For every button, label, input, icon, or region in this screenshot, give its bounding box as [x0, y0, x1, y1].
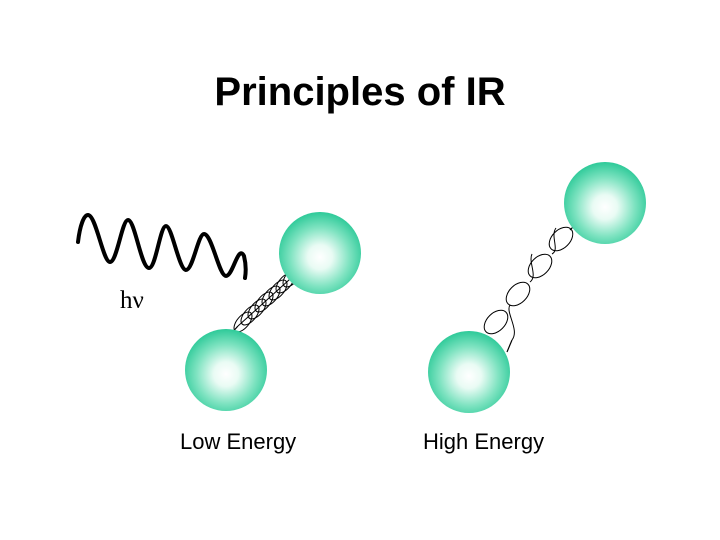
photon-wave-icon: [76, 212, 248, 280]
low-energy-atom-bottom: [185, 329, 267, 411]
high-energy-label: High Energy: [423, 429, 545, 454]
high-energy-atom-top: [564, 162, 646, 244]
low-energy-atom-top: [279, 212, 361, 294]
high-energy-atom-bottom: [428, 331, 510, 413]
high-energy-spring-icon: [483, 214, 586, 353]
page-title: Principles of IR: [214, 70, 506, 114]
photon-label: hν: [120, 287, 144, 314]
low-energy-label: Low Energy: [180, 429, 297, 454]
